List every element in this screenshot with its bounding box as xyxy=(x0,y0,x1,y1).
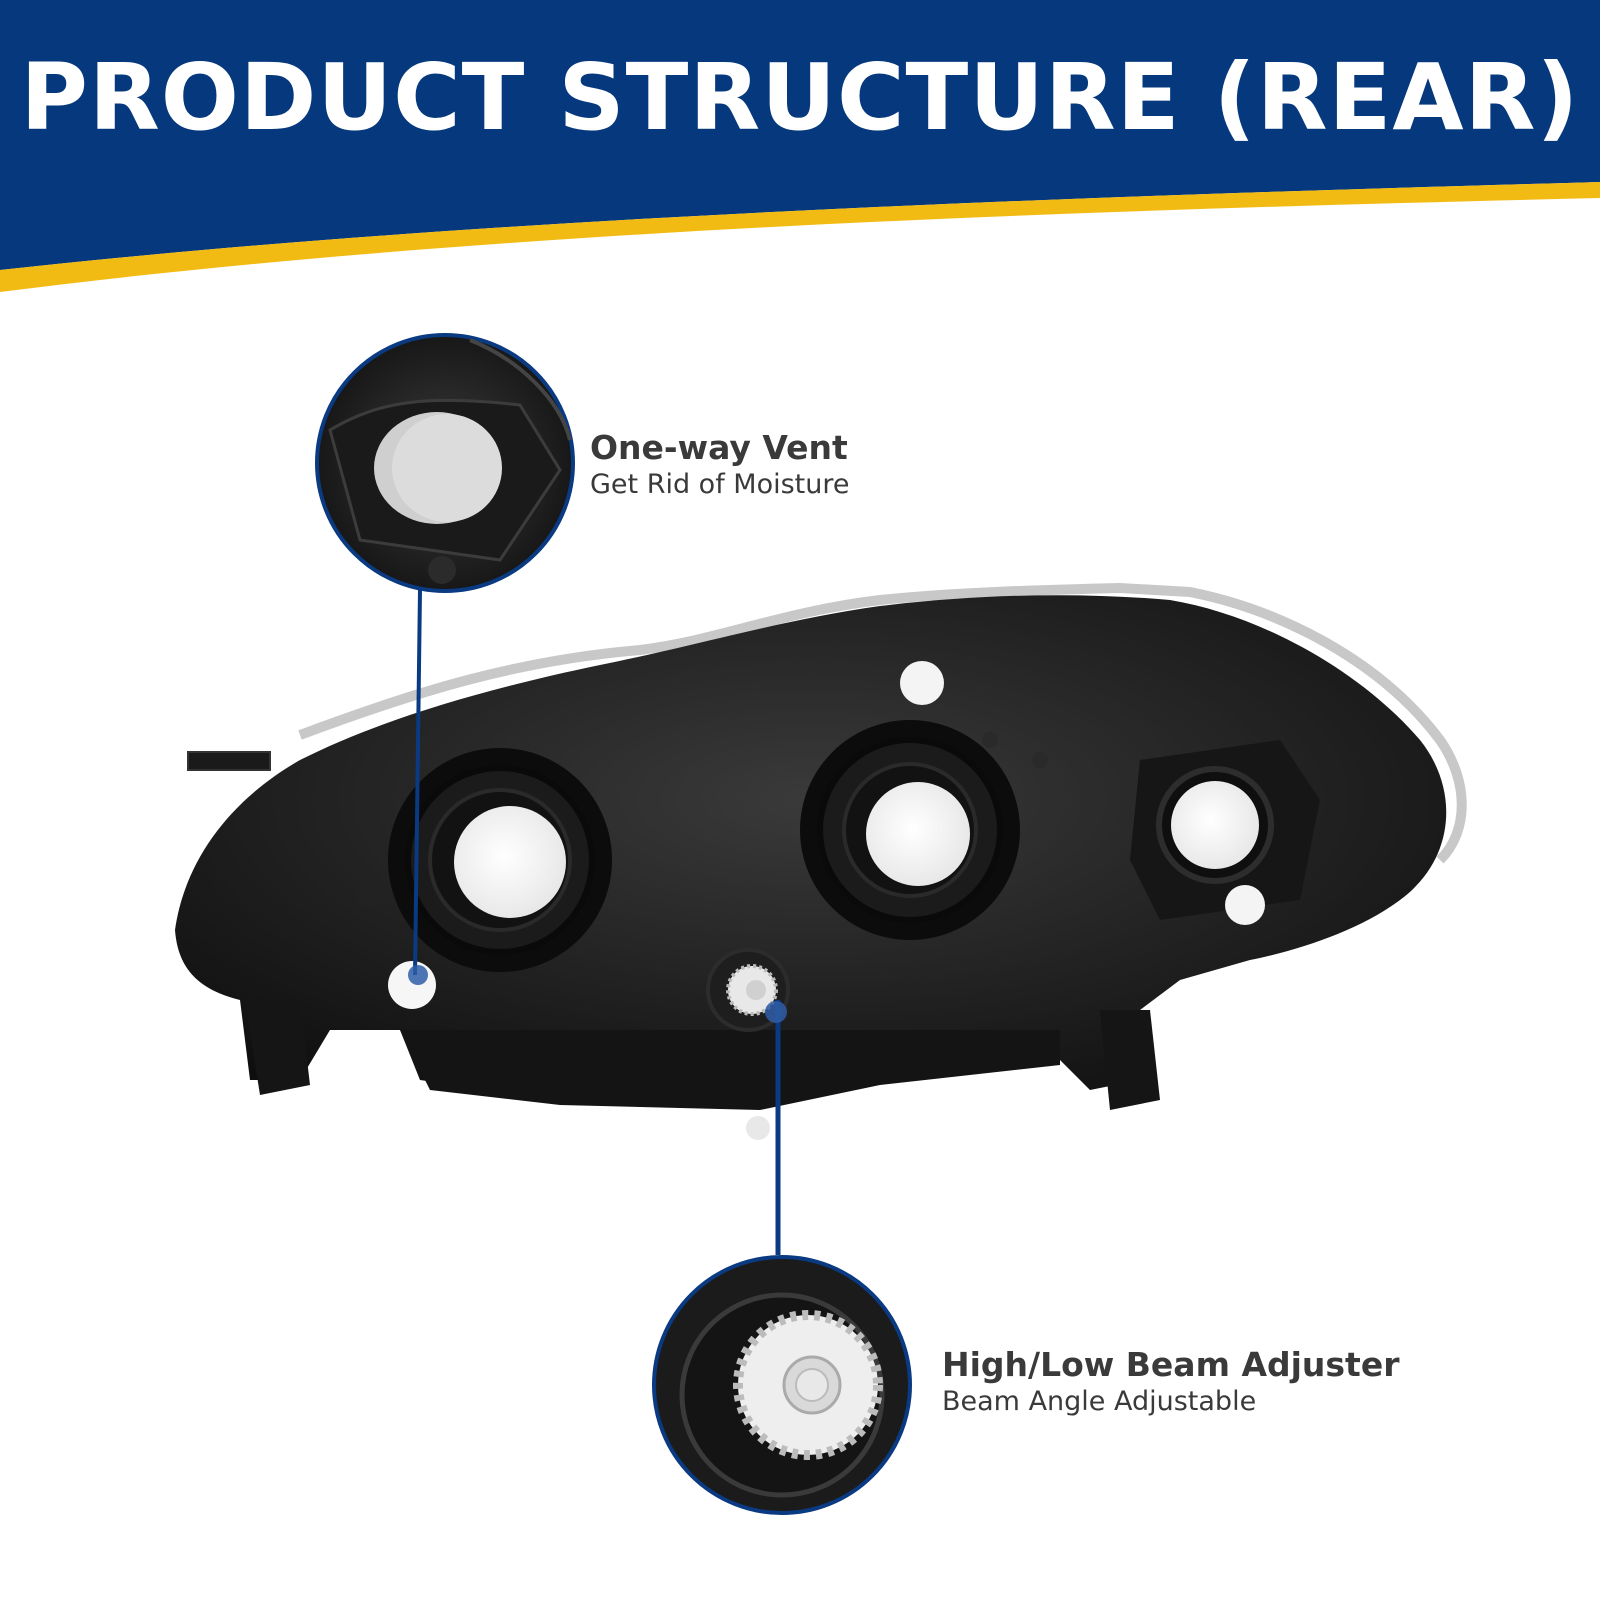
high-beam-opening xyxy=(866,782,970,886)
adjuster-pin-marker xyxy=(765,1001,787,1023)
callout-beam-adjuster: High/Low Beam Adjuster Beam Angle Adjust… xyxy=(942,1345,1400,1419)
turn-signal-opening xyxy=(1171,781,1259,869)
vent-pin-marker xyxy=(408,965,428,985)
right-vent-cap xyxy=(1225,885,1265,925)
callout-title: One-way Vent xyxy=(590,428,848,467)
header-banner: PRODUCT STRUCTURE (REAR) xyxy=(0,0,1600,300)
callout-subtitle: Beam Angle Adjustable xyxy=(942,1386,1257,1417)
low-beam-opening xyxy=(454,806,566,918)
callout-title: High/Low Beam Adjuster xyxy=(942,1345,1400,1384)
banner-swoosh xyxy=(0,0,1600,292)
callout-one-way-vent: One-way Vent Get Rid of Moisture xyxy=(590,428,850,502)
lens-rim xyxy=(298,582,1467,864)
vent-detail-zoom xyxy=(315,333,575,593)
page-title: PRODUCT STRUCTURE (REAR) xyxy=(20,44,1580,151)
callout-subtitle: Get Rid of Moisture xyxy=(590,469,850,500)
vent-leader-line xyxy=(413,589,422,976)
top-vent-cap xyxy=(900,661,944,705)
adjuster-detail-zoom xyxy=(652,1255,912,1515)
mount-bracket-right xyxy=(1100,1010,1160,1110)
housing-skirt xyxy=(400,1030,1060,1110)
mount-bracket-left xyxy=(245,1000,310,1095)
mount-tab-left xyxy=(187,751,271,771)
